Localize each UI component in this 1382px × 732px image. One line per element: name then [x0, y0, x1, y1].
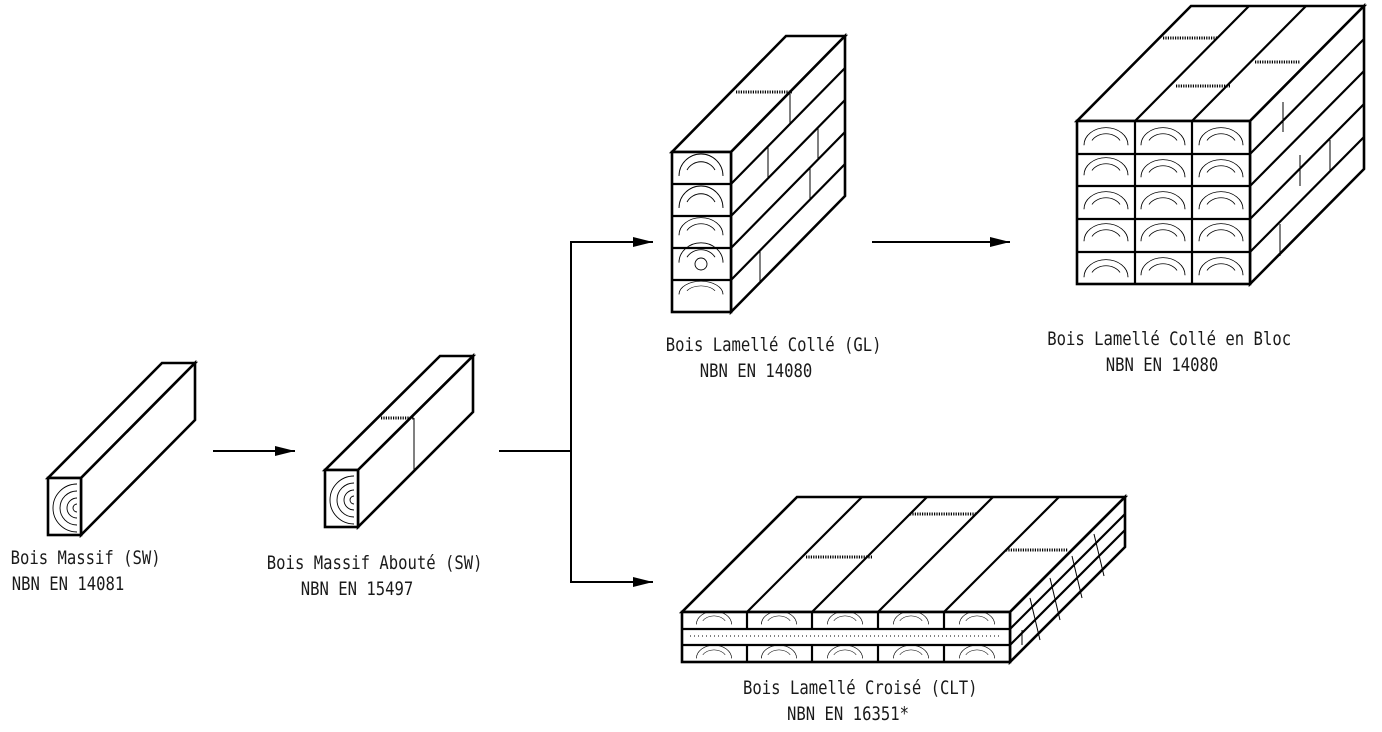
- product-name: Bois Massif (SW): [10, 547, 161, 569]
- product-name: Bois Lamellé Collé en Bloc: [1047, 328, 1292, 350]
- arrow-swa-to-gl: [570, 237, 653, 451]
- product-standard: NBN EN 14080: [699, 360, 813, 382]
- product-name: Bois Lamellé Croisé (CLT): [743, 677, 978, 699]
- caption-clt: Bois Lamellé Croisé (CLT) NBN EN 16351*: [743, 675, 978, 727]
- caption-block-glulam: Bois Lamellé Collé en Bloc NBN EN 14080: [1047, 326, 1292, 378]
- solid-wood-beam-drawing: [44, 359, 199, 539]
- product-standard: NBN EN 14081: [11, 573, 125, 595]
- block-glulam-drawing: [1073, 2, 1368, 288]
- glulam-beam-drawing: [668, 32, 849, 316]
- caption-finger-jointed: Bois Massif Abouté (SW) NBN EN 15497: [266, 550, 483, 602]
- product-name: Bois Lamellé Collé (GL): [665, 334, 882, 356]
- product-standard: NBN EN 16351*: [787, 703, 909, 725]
- product-standard: NBN EN 15497: [300, 578, 414, 600]
- arrow-swa-to-clt: [570, 451, 653, 587]
- finger-jointed-beam-drawing: [321, 352, 477, 531]
- caption-glulam: Bois Lamellé Collé (GL) NBN EN 14080: [665, 332, 882, 384]
- caption-solid-wood: Bois Massif (SW) NBN EN 14081: [10, 545, 161, 597]
- clt-panel-drawing: [678, 493, 1129, 666]
- product-standard: NBN EN 14080: [1105, 354, 1219, 376]
- product-name: Bois Massif Abouté (SW): [266, 552, 483, 574]
- flow-arrows: [213, 237, 1010, 587]
